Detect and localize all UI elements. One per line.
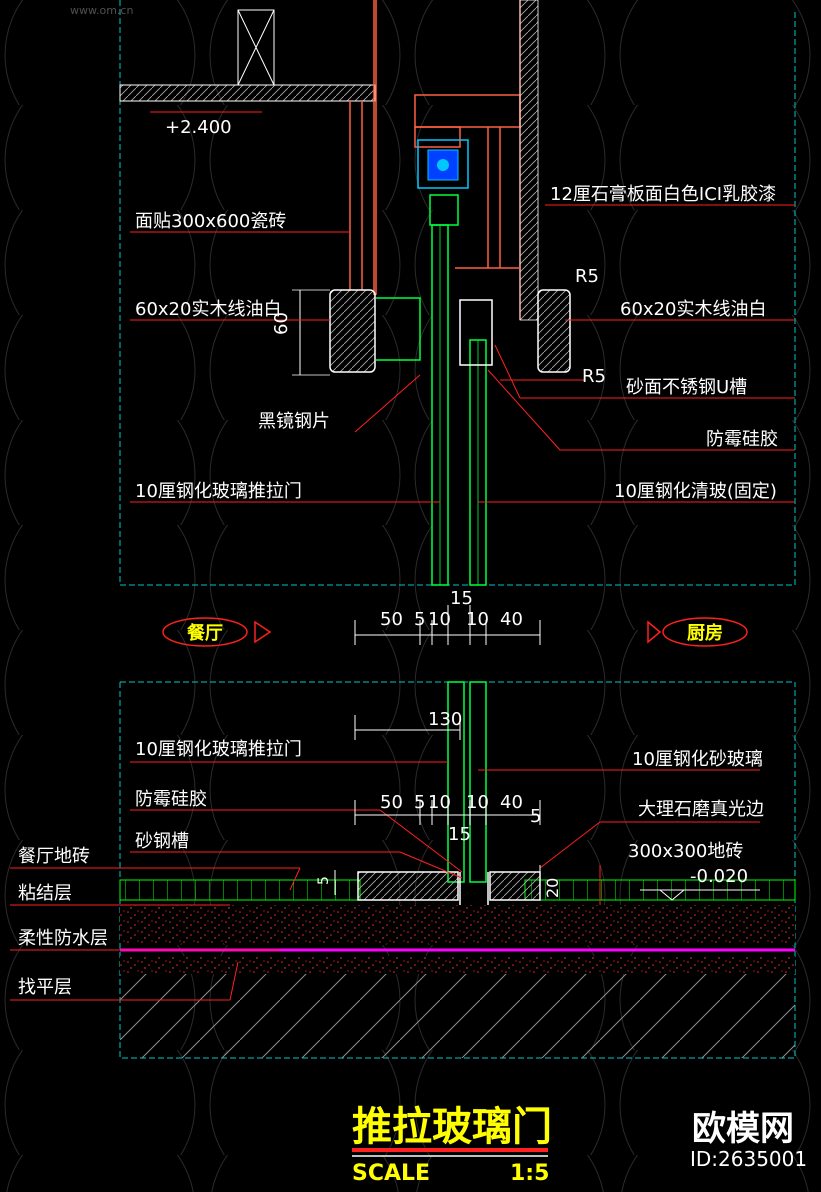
ceiling-block [237, 9, 275, 86]
label-wood-trim-left: 60x20实木线油白 [135, 299, 281, 320]
lower-dim-5: 5 [414, 792, 425, 813]
room-tag-right [647, 617, 748, 647]
arrow-left-icon [254, 620, 272, 644]
marble-threshold-right [489, 871, 541, 901]
label-bonding-layer: 粘结层 [18, 883, 72, 904]
label-screed-layer: 找平层 [18, 977, 72, 998]
u-channel [459, 299, 493, 366]
left-wall-board [373, 0, 377, 295]
upper-dim-5: 5 [414, 609, 425, 630]
upper-dim-50: 50 [380, 609, 403, 630]
marble-threshold-left [357, 871, 459, 901]
upper-dim-15: 15 [450, 588, 473, 609]
lower-leaders [10, 761, 760, 1001]
ceiling-slab [119, 84, 376, 102]
label-kitchen-tile: 300x300地砖 [628, 841, 743, 862]
room-tag-kitchen: 厨房 [687, 622, 723, 644]
drawing-title: 推拉玻璃门 [352, 1104, 552, 1150]
lower-elevation: -0.020 [690, 866, 748, 887]
lower-dim-10a: 10 [428, 792, 451, 813]
track-holder [414, 126, 461, 148]
watermark-site: www.om.cn [70, 4, 133, 17]
room-tag-left [162, 617, 272, 647]
upper-elevation: +2.400 [165, 117, 232, 138]
roller-wheel-icon [437, 159, 449, 171]
label-marble-edge: 大理石磨真光边 [638, 799, 764, 820]
upper-dim-chain [354, 605, 541, 645]
arrow-right-icon [647, 620, 662, 644]
roller-box [417, 139, 469, 189]
label-u-channel: 砂面不锈钢U槽 [626, 377, 747, 398]
lower-dim-5-left: 5 [316, 876, 332, 885]
scale-label: SCALE [352, 1161, 430, 1186]
upper-dim-10b: 10 [466, 609, 489, 630]
label-lower-sliding-door: 10厘钢化玻璃推拉门 [135, 739, 302, 760]
label-silicone: 防霉硅胶 [706, 429, 778, 450]
r5-top: R5 [575, 266, 599, 287]
watermark-id: ID:2635001 [690, 1147, 807, 1171]
scale-value: 1:5 [510, 1161, 549, 1186]
label-frosted-glass: 10厘钢化砂玻璃 [632, 749, 763, 770]
lower-dim-5-right: 5 [530, 806, 541, 827]
label-wood-trim-right: 60x20实木线油白 [620, 299, 766, 320]
screed-layer [120, 956, 795, 974]
label-steel-channel: 砂钢槽 [135, 831, 189, 852]
label-sliding-door: 10厘钢化玻璃推拉门 [135, 481, 302, 502]
lower-dim-40: 40 [500, 792, 523, 813]
left-wall-tile [349, 100, 363, 290]
wood-trim-left [329, 289, 376, 373]
concrete-slab [120, 974, 795, 1058]
label-black-mirror: 黑镜钢片 [258, 411, 330, 432]
upper-dim-10a: 10 [428, 609, 451, 630]
lower-dim-10b: 10 [466, 792, 489, 813]
lower-section [10, 681, 796, 1059]
ceiling-block-cross [237, 9, 275, 86]
label-fixed-glass: 10厘钢化清玻(固定) [614, 481, 777, 502]
gypsum-board [519, 0, 539, 321]
r5-bottom: R5 [582, 366, 606, 387]
upper-section [119, 0, 796, 645]
labels: +2.400 60 R5 R5 15 50 5 10 10 40 面贴300x6… [18, 4, 807, 1186]
upper-frame [119, 0, 796, 586]
bonding-layer [120, 905, 795, 943]
label-waterproof-layer: 柔性防水层 [18, 928, 108, 949]
label-wall-tile: 面贴300x600瓷砖 [135, 211, 286, 232]
wood-trim-right [537, 289, 571, 373]
upper-dim-40: 40 [500, 609, 523, 630]
lower-dim-15: 15 [448, 824, 471, 845]
label-dining-tile: 餐厅地砖 [18, 846, 90, 867]
watermark-brand: 欧模网 [692, 1109, 794, 1149]
lower-dim-50: 50 [380, 792, 403, 813]
lower-dim-20: 20 [543, 878, 562, 898]
label-gypsum: 12厘石膏板面白色ICI乳胶漆 [550, 183, 776, 205]
black-mirror-steel [376, 297, 421, 361]
room-tag-dining: 餐厅 [186, 622, 223, 644]
lower-dim-chain [334, 715, 541, 900]
lower-dim-130: 130 [428, 709, 462, 730]
upper-leaders [130, 111, 795, 503]
dim-60: 60 [271, 312, 292, 335]
lower-frosted-glass [469, 681, 487, 883]
label-lower-silicone: 防霉硅胶 [135, 789, 207, 810]
